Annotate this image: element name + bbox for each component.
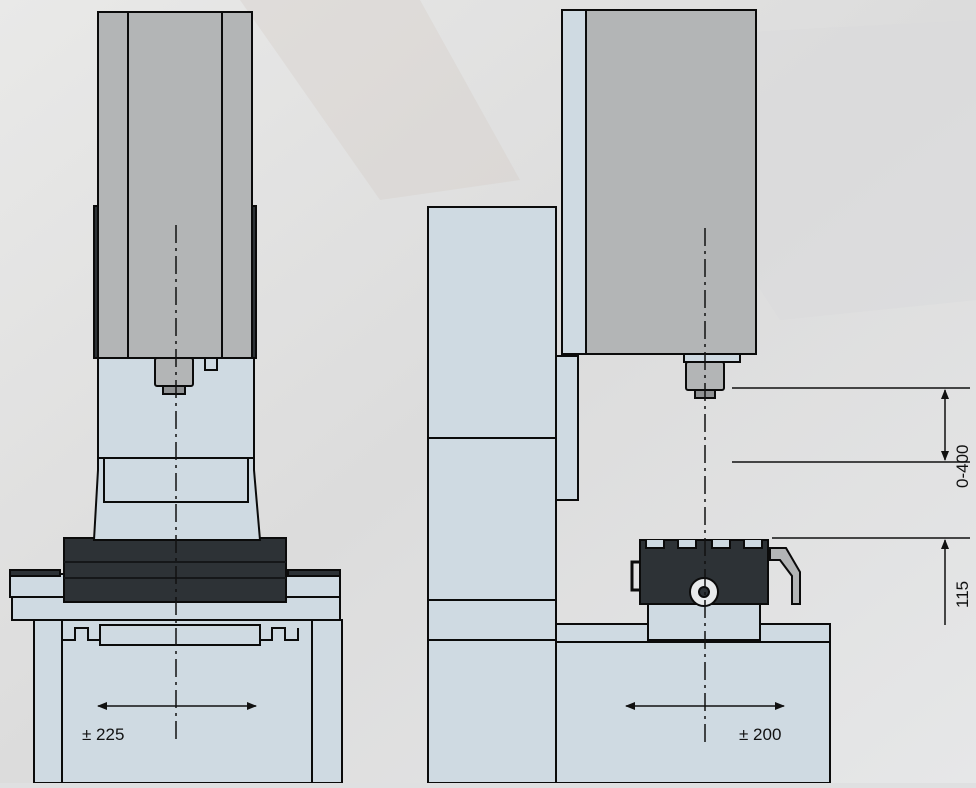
- side-travel-label: ± 200: [739, 725, 781, 744]
- dimension-lines: [732, 387, 970, 625]
- side-vise-clamp-right: [769, 547, 801, 605]
- side-column: [427, 206, 557, 784]
- front-slot-cover: [99, 624, 261, 646]
- front-ledge-rail: [287, 569, 341, 577]
- front-spindle-head: [97, 11, 253, 359]
- front-neck-step: [103, 458, 249, 503]
- stroke-dimension-label: 0-400: [953, 445, 972, 488]
- front-spindle-chuck: [162, 385, 186, 395]
- front-ledge-rail: [9, 569, 61, 577]
- side-head-front-plate: [561, 9, 587, 355]
- side-table-base: [555, 639, 831, 784]
- side-spindle-collar: [683, 353, 741, 363]
- side-vise-screw-center: [698, 586, 710, 598]
- side-view: [427, 9, 831, 784]
- fixture-dimension-label: 115: [953, 581, 972, 608]
- front-travel-label: ± 225: [82, 725, 124, 744]
- side-vise-teeth: [645, 539, 763, 549]
- front-view: [9, 11, 343, 784]
- background-shading: [240, 0, 520, 200]
- side-vise-clamp-left: [630, 560, 640, 592]
- side-spindle-head: [561, 9, 757, 355]
- front-spindle-tab: [204, 357, 218, 371]
- front-base: [33, 619, 343, 784]
- front-spindle-nose: [154, 357, 194, 387]
- side-spindle-slide: [555, 355, 579, 501]
- side-vise-base: [647, 603, 761, 641]
- front-table: [63, 537, 287, 603]
